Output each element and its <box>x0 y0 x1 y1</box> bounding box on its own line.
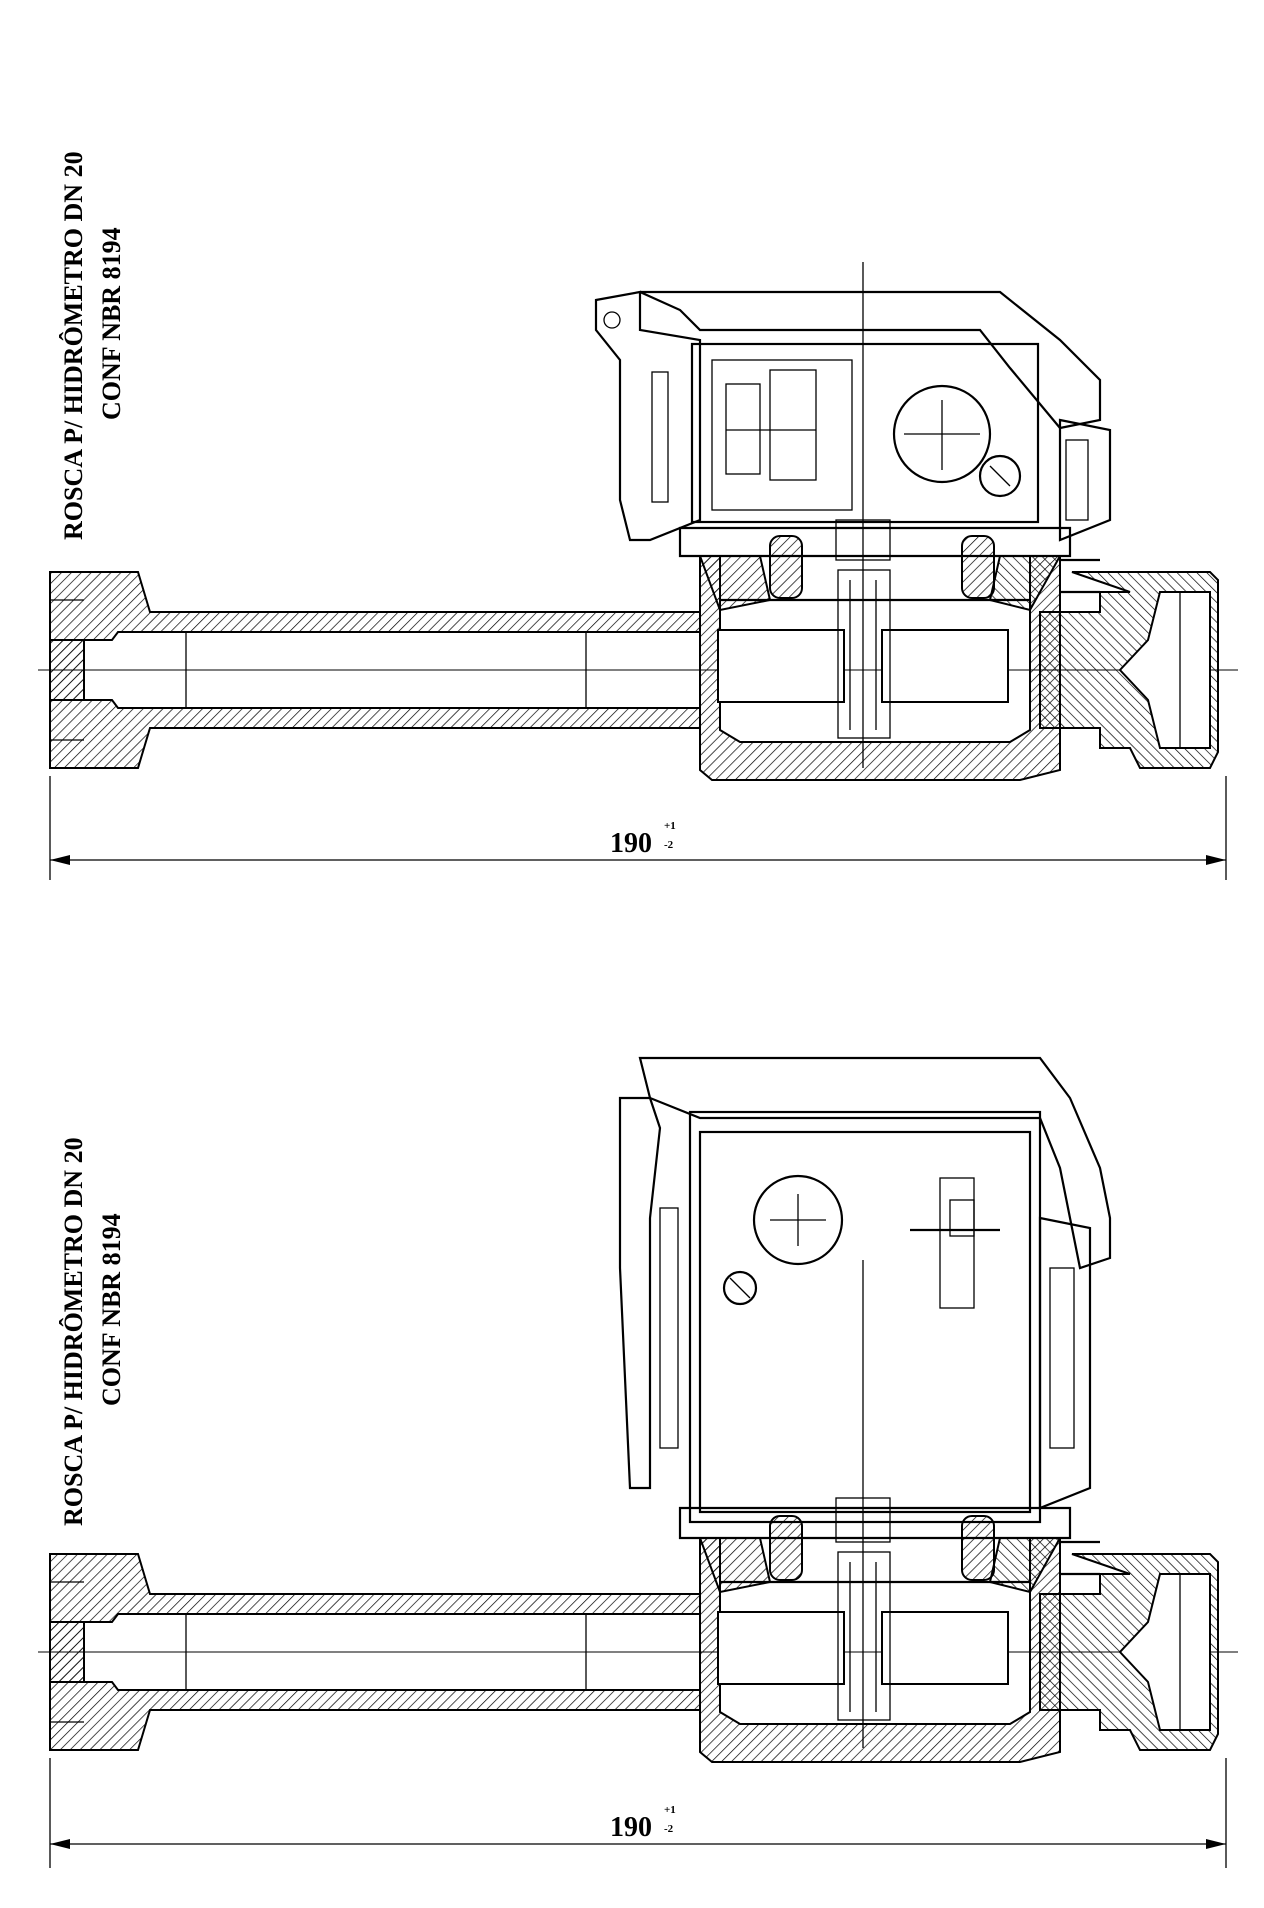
meter-chamber <box>699 1537 1061 1763</box>
water-meter-section-view-bottom: ROSCA P/ HIDRÔMETRO DN 20 CONF NBR 8194 <box>38 1056 1238 1868</box>
dimension-tolerance-upper: +1 <box>664 1804 676 1816</box>
overall-length-dimension: 190 +1 -2 <box>49 776 1227 880</box>
overall-length-dimension: 190 +1 -2 <box>49 1758 1227 1868</box>
register-housing <box>618 1056 1112 1524</box>
water-meter-section-view-top: ROSCA P/ HIDRÔMETRO DN 20 CONF NBR 8194 <box>38 151 1238 880</box>
dimension-value: 190 <box>610 828 652 859</box>
thread-spec-line2: CONF NBR 8194 <box>97 227 126 420</box>
dimension-tolerance-upper: +1 <box>664 820 676 832</box>
thread-spec-label: ROSCA P/ HIDRÔMETRO DN 20 CONF NBR 8194 <box>59 1137 126 1526</box>
technical-drawing-bottom: ROSCA P/ HIDRÔMETRO DN 20 CONF NBR 8194 <box>0 968 1264 1908</box>
pipe-body <box>49 571 1219 769</box>
dimension-tolerance-lower: -2 <box>664 839 674 851</box>
impeller-assembly <box>678 519 1100 612</box>
meter-chamber <box>699 555 1061 781</box>
register-housing <box>594 290 1112 542</box>
dimension-tolerance-lower: -2 <box>664 1823 674 1835</box>
dimension-value: 190 <box>610 1812 652 1843</box>
thread-spec-label: ROSCA P/ HIDRÔMETRO DN 20 CONF NBR 8194 <box>59 151 126 540</box>
technical-drawing-top: ROSCA P/ HIDRÔMETRO DN 20 CONF NBR 8194 <box>0 0 1264 940</box>
impeller-assembly <box>678 1497 1100 1594</box>
pipe-body <box>49 1553 1219 1751</box>
thread-spec-line2: CONF NBR 8194 <box>97 1213 126 1406</box>
thread-spec-line1: ROSCA P/ HIDRÔMETRO DN 20 <box>59 151 88 540</box>
thread-spec-line1: ROSCA P/ HIDRÔMETRO DN 20 <box>59 1137 88 1526</box>
